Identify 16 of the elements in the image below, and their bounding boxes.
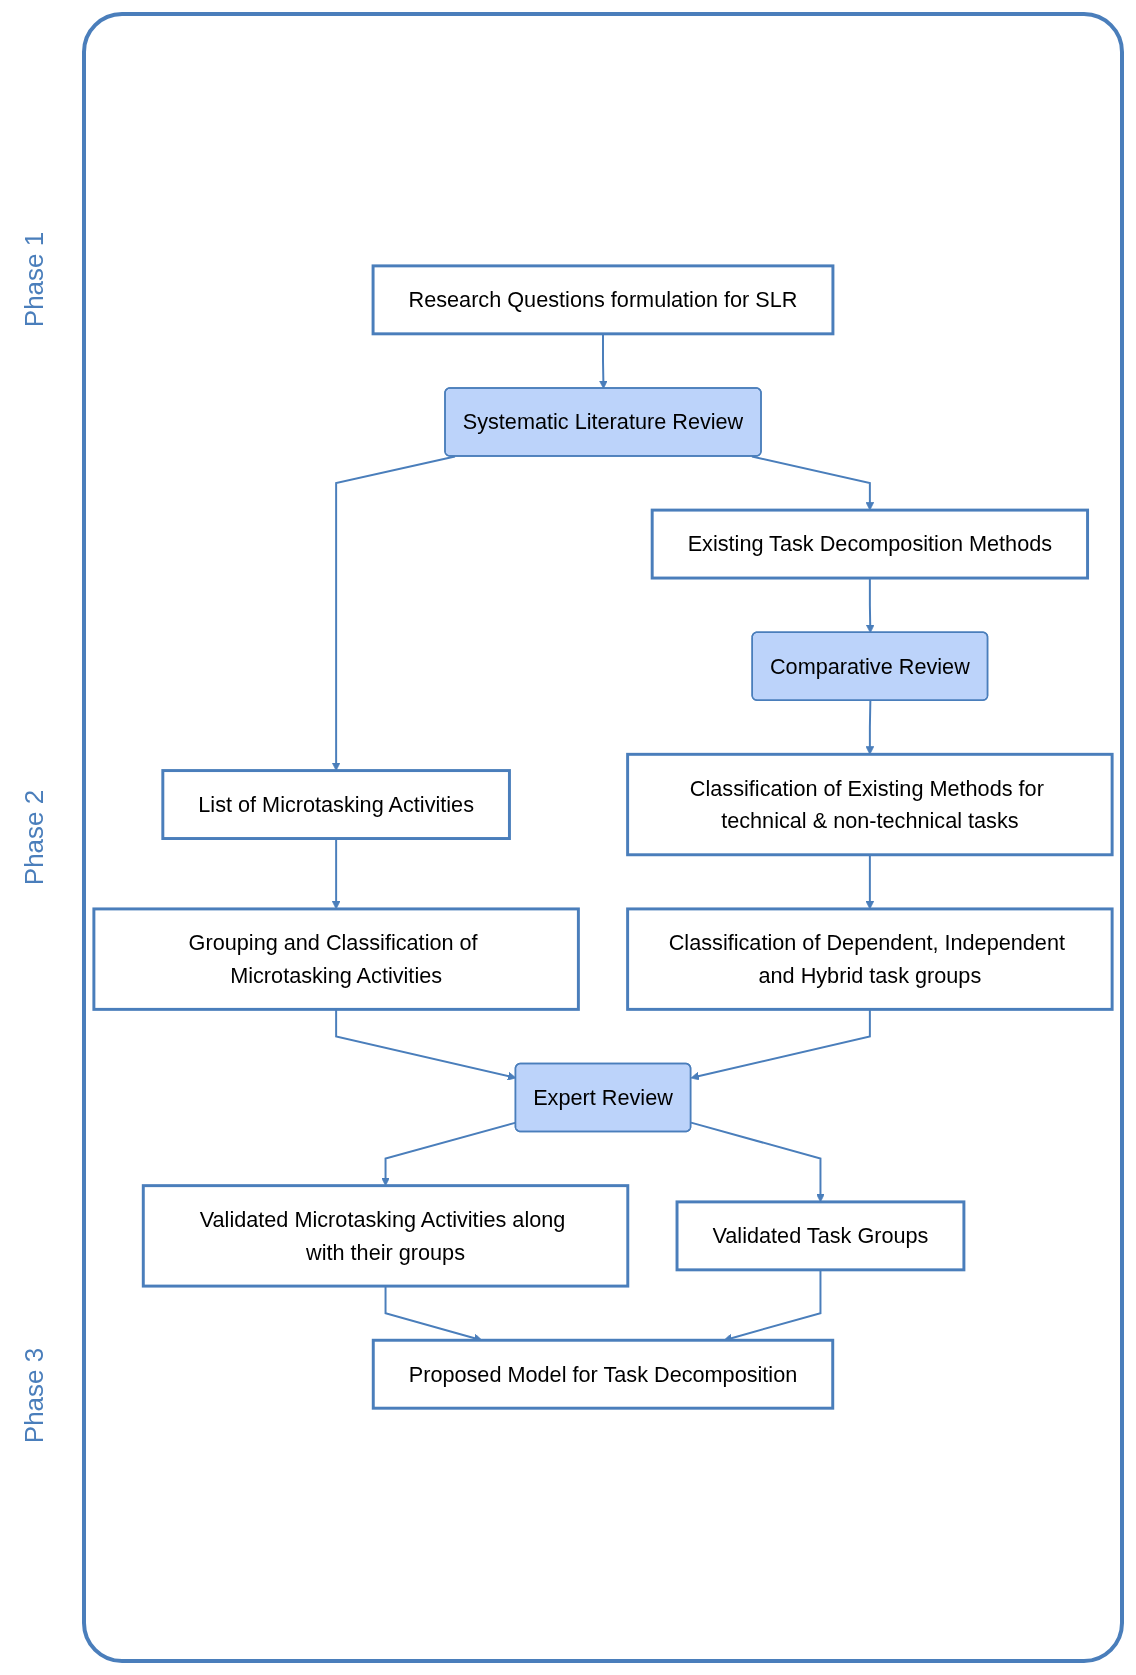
arrow [690, 1122, 825, 1203]
node-box: Existing Task Decomposition Methods [650, 509, 1090, 580]
node-box: Validated Microtasking Activities along with their groups [141, 1184, 630, 1288]
phase-label: Phase 3 [19, 1348, 51, 1444]
node-box: Classification of Dependent, Independent and Hybrid task groups [626, 907, 1114, 1012]
phase-label: Phase 1 [19, 231, 51, 327]
arrow [751, 455, 875, 511]
node-box: Validated Task Groups [675, 1200, 966, 1272]
arrow [331, 455, 456, 772]
node-box: Grouping and Classification of Microtasking Activities [92, 907, 580, 1012]
node-box: Proposed Model for Task Decomposition [371, 1339, 835, 1411]
arrow [331, 838, 341, 910]
node-box: List of Microtasking Activities [161, 769, 511, 841]
node-box: Research Questions formulation for SLR [371, 264, 835, 336]
node-box: Classification of Existing Methods for technical & non-technical tasks [626, 753, 1114, 857]
phase-label: Phase 2 [19, 789, 51, 886]
